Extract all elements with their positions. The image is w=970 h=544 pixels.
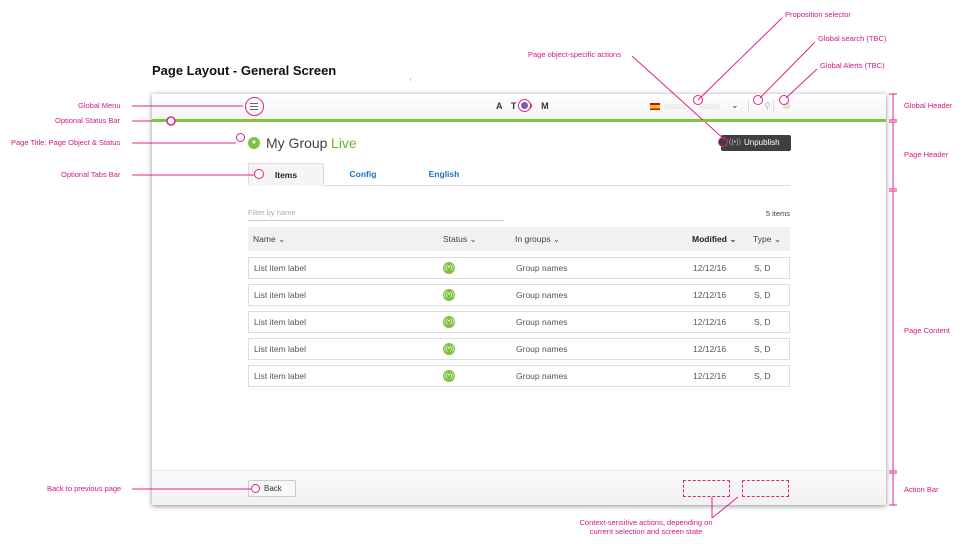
- menu-icon-line: [250, 109, 258, 111]
- region-page-header: Page Header: [904, 150, 949, 159]
- chevron-down-icon: ⌄: [278, 234, 286, 244]
- tab-english[interactable]: English: [428, 169, 460, 179]
- proposition-region-blur: [698, 104, 720, 109]
- back-marker: [251, 484, 260, 493]
- live-status-icon: ((•)): [443, 289, 455, 301]
- row-name: List item label: [254, 290, 306, 300]
- table-row[interactable]: List item label ((•)) Group names 12/12/…: [248, 365, 790, 387]
- row-type: S, D: [754, 263, 771, 273]
- table-row[interactable]: List item label ((•)) Group names 12/12/…: [248, 257, 790, 279]
- page-title: My Group: [266, 135, 328, 151]
- unpublish-label: Unpublish: [744, 138, 780, 147]
- annotation-global-alerts: Global Alerts (TBC): [820, 61, 885, 70]
- annotation-status-bar: Optional Status Bar: [55, 116, 121, 125]
- row-type: S, D: [754, 371, 771, 381]
- page-status: Live: [331, 135, 357, 151]
- chevron-down-icon[interactable]: ⌄: [731, 100, 739, 110]
- row-modified: 12/12/16: [693, 371, 727, 381]
- page-title-marker: [236, 133, 245, 142]
- column-header-status[interactable]: Status ⌄: [443, 234, 477, 244]
- annotation-context: Context-sensitive actions, depending on …: [579, 518, 713, 536]
- live-status-icon: ((•)): [443, 343, 455, 355]
- global-menu-button[interactable]: [245, 97, 264, 116]
- column-header-groups[interactable]: In groups ⌄: [515, 234, 560, 244]
- row-type: S, D: [754, 317, 771, 327]
- row-groups: Group names: [516, 344, 568, 354]
- row-name: List item label: [254, 263, 306, 273]
- region-page-content: Page Content: [904, 326, 950, 335]
- annotation-proposition: Proposition selector: [785, 10, 851, 19]
- row-groups: Group names: [516, 371, 568, 381]
- row-groups: Group names: [516, 317, 568, 327]
- table-row[interactable]: List item label ((•)) Group names 12/12/…: [248, 284, 790, 306]
- row-modified: 12/12/16: [693, 317, 727, 327]
- header-separator: [748, 100, 749, 113]
- annotation-page-title: Page Title: Page Object & Status: [11, 138, 121, 147]
- live-status-icon: ●: [248, 137, 260, 149]
- divider-tick: [410, 78, 411, 81]
- region-action-bar: Action Bar: [904, 485, 939, 494]
- item-count: 5 items: [765, 209, 790, 218]
- table-row[interactable]: List item label ((•)) Group names 12/12/…: [248, 311, 790, 333]
- filter-input[interactable]: Filter by name: [248, 208, 504, 221]
- menu-icon-line: [250, 106, 258, 108]
- tab-items[interactable]: Items: [248, 163, 324, 186]
- table-row[interactable]: List item label ((•)) Group names 12/12/…: [248, 338, 790, 360]
- live-status-icon: ((•)): [443, 316, 455, 328]
- unpublish-button[interactable]: ((•)) Unpublish: [721, 135, 791, 151]
- row-groups: Group names: [516, 263, 568, 273]
- global-alerts-marker: [779, 95, 789, 105]
- region-global-header: Global Header: [904, 101, 953, 110]
- chevron-down-icon: ⌄: [773, 234, 781, 244]
- row-name: List item label: [254, 344, 306, 354]
- screen-frame: ATOM ⌄ ⚲ ● My Group Live ((•)) Unpublish…: [152, 94, 886, 505]
- search-icon[interactable]: ⚲: [764, 101, 771, 111]
- document-title: Page Layout - General Screen: [152, 63, 337, 78]
- row-modified: 12/12/16: [693, 263, 727, 273]
- alert-icon[interactable]: [783, 102, 790, 109]
- annotation-global-menu: Global Menu: [78, 101, 121, 110]
- tabs-bar-marker: [254, 169, 264, 179]
- chevron-down-icon: ⌄: [469, 234, 477, 244]
- menu-icon-line: [250, 103, 258, 105]
- broadcast-icon: ((•)): [729, 139, 741, 146]
- annotation-tabs-bar: Optional Tabs Bar: [61, 170, 121, 179]
- live-status-icon: ((•)): [443, 262, 455, 274]
- column-header-type[interactable]: Type ⌄: [753, 234, 781, 244]
- row-type: S, D: [754, 290, 771, 300]
- row-name: List item label: [254, 371, 306, 381]
- table-header: Name ⌄ Status ⌄ In groups ⌄ Modified ⌄ T…: [248, 227, 790, 251]
- row-modified: 12/12/16: [693, 290, 727, 300]
- back-label: Back: [264, 484, 282, 493]
- tabs-bar: Items Config English: [248, 163, 790, 186]
- annotation-object-actions: Page object-specific actions: [528, 50, 621, 59]
- row-groups: Group names: [516, 290, 568, 300]
- column-header-name[interactable]: Name ⌄: [253, 234, 286, 244]
- context-action-slot: [742, 480, 789, 497]
- chevron-down-icon: ⌄: [552, 234, 560, 244]
- annotation-back: Back to previous page: [47, 484, 122, 493]
- row-name: List item label: [254, 317, 306, 327]
- chevron-down-icon: ⌄: [729, 234, 737, 244]
- row-type: S, D: [754, 344, 771, 354]
- global-search-marker: [753, 95, 763, 105]
- logo-o-icon: [518, 99, 531, 112]
- flag-icon[interactable]: [650, 103, 660, 110]
- annotation-global-search: Global search (TBC): [818, 34, 887, 43]
- header-separator: [773, 100, 774, 113]
- context-action-slot: [683, 480, 730, 497]
- column-header-modified[interactable]: Modified ⌄: [692, 234, 737, 244]
- proposition-name-blur: [664, 104, 686, 109]
- global-header: ATOM ⌄ ⚲: [152, 94, 886, 119]
- tab-config[interactable]: Config: [349, 169, 377, 179]
- live-status-icon: ((•)): [443, 370, 455, 382]
- object-actions-marker: [718, 137, 728, 147]
- row-modified: 12/12/16: [693, 344, 727, 354]
